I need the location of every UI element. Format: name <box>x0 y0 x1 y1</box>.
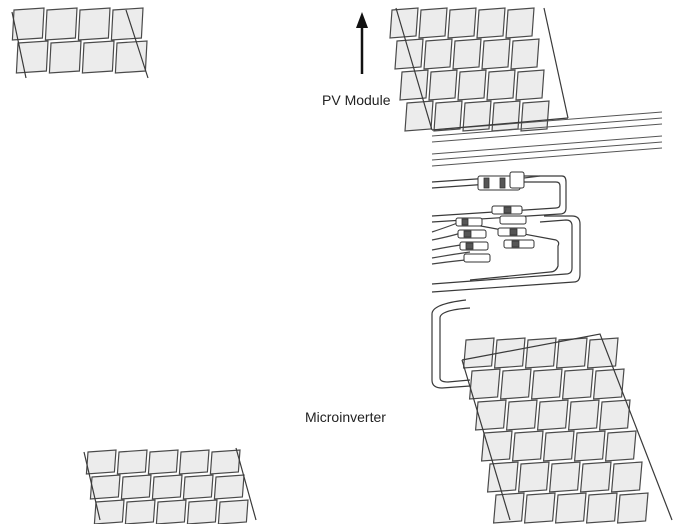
pv-cell <box>510 38 540 70</box>
pv-cell <box>486 461 519 493</box>
pv-module-bottom-right <box>462 337 649 524</box>
pv-cell <box>93 499 125 524</box>
up-arrow-icon <box>356 12 368 74</box>
pv-cell <box>89 474 121 500</box>
pv-cell <box>77 7 111 41</box>
pv-cell <box>182 474 214 500</box>
pv-cell <box>44 7 78 41</box>
pv-cell <box>536 399 569 431</box>
pv-cell <box>492 492 525 524</box>
pv-cell <box>555 337 588 369</box>
pv-cell <box>114 40 148 74</box>
pv-cell <box>491 100 521 132</box>
pv-cell <box>604 430 637 462</box>
pv-module-label: PV Module <box>322 92 391 108</box>
pv-cell <box>480 430 513 462</box>
microinverter <box>431 175 581 389</box>
pv-cell <box>524 337 557 369</box>
pv-cell <box>542 430 575 462</box>
pv-cell <box>15 40 49 74</box>
pv-cell <box>561 368 594 400</box>
pv-cell <box>520 100 550 132</box>
pv-cell <box>404 100 434 132</box>
pv-cell <box>151 474 183 500</box>
pv-cell <box>48 40 82 74</box>
microinverter-label: Microinverter <box>305 409 386 425</box>
pv-cell <box>213 474 245 500</box>
pv-cell <box>155 499 187 524</box>
pv-module-bottom-right-frame <box>461 333 673 521</box>
pv-cell <box>598 399 631 431</box>
pv-cell <box>85 449 117 475</box>
pv-cell <box>515 69 545 101</box>
pv-module-bottom-left <box>85 449 249 524</box>
pv-cell <box>517 461 550 493</box>
pv-cell <box>110 7 144 41</box>
pv-cell <box>462 100 492 132</box>
connectors <box>431 171 541 265</box>
mounting-rails <box>431 111 663 167</box>
pv-cell <box>178 449 210 475</box>
pv-cell <box>548 461 581 493</box>
pv-cell <box>433 100 463 132</box>
pv-cell <box>523 492 556 524</box>
pv-cell <box>217 499 249 524</box>
pv-cell <box>209 449 241 475</box>
pv-module-top-right <box>389 7 550 132</box>
pv-cell <box>186 499 218 524</box>
pv-cell <box>476 7 506 39</box>
pv-cell <box>505 7 535 39</box>
pv-cell <box>499 368 532 400</box>
pv-cell <box>610 461 643 493</box>
pv-cell <box>468 368 501 400</box>
pv-module-top-left <box>11 7 148 74</box>
pv-cell <box>452 38 482 70</box>
pv-cell <box>457 69 487 101</box>
pv-cell <box>389 7 419 39</box>
pv-cell <box>399 69 429 101</box>
pv-cell <box>573 430 606 462</box>
pv-cell <box>474 399 507 431</box>
pv-cell <box>579 461 612 493</box>
pv-module-bottom-left-frame <box>83 447 257 521</box>
pv-cell <box>418 7 448 39</box>
pv-cell <box>120 474 152 500</box>
pv-cell <box>616 492 649 524</box>
pv-cell <box>428 69 458 101</box>
pv-cell <box>493 337 526 369</box>
pv-module-top-right-frame <box>395 7 569 131</box>
pv-cell <box>505 399 538 431</box>
pv-cell <box>11 7 45 41</box>
pv-cell <box>567 399 600 431</box>
pv-cell <box>486 69 516 101</box>
pv-cell <box>124 499 156 524</box>
pv-cell <box>81 40 115 74</box>
pv-module-top-left-frame <box>11 9 149 79</box>
pv-cell <box>511 430 544 462</box>
pv-cell <box>423 38 453 70</box>
pv-cell <box>481 38 511 70</box>
pv-cell <box>147 449 179 475</box>
pv-cell <box>462 337 495 369</box>
pv-cell <box>116 449 148 475</box>
pv-cell <box>554 492 587 524</box>
pv-cell <box>585 492 618 524</box>
pv-cell <box>530 368 563 400</box>
pv-cell <box>447 7 477 39</box>
